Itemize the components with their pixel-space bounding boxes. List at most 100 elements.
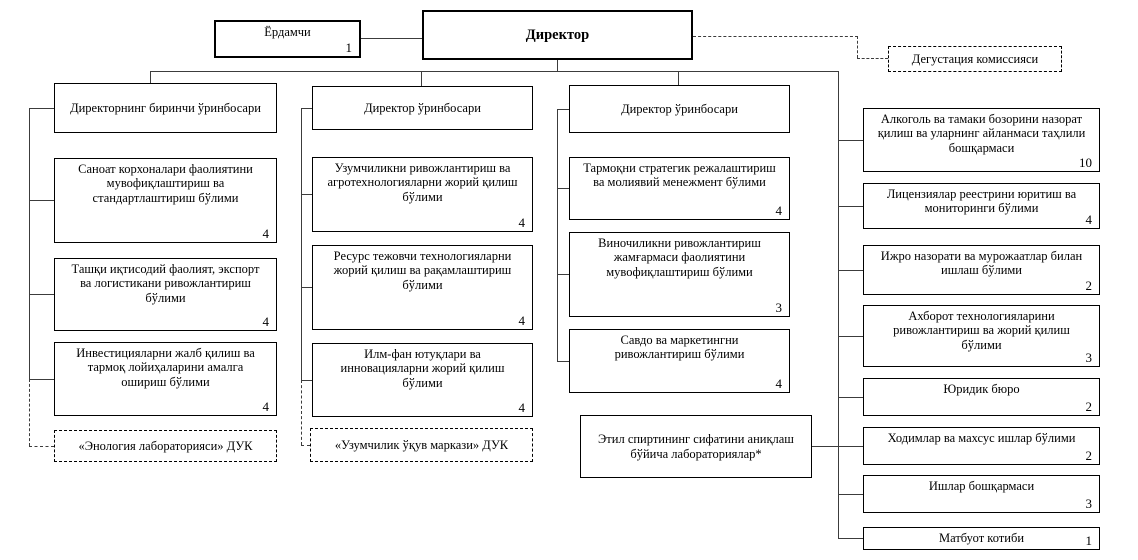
connector-line xyxy=(29,108,30,379)
connector-line xyxy=(838,270,863,271)
ethyl-lab-label: Этил спиртининг сифатини аниқлаш бўйича … xyxy=(598,432,794,461)
connector-line xyxy=(557,274,569,275)
org-unit-count: 4 xyxy=(775,203,783,219)
org-unit-count: 2 xyxy=(1085,448,1093,464)
org-unit-count: 2 xyxy=(1085,399,1093,415)
right-spine-line xyxy=(838,71,839,538)
org-unit-count: 3 xyxy=(775,300,783,316)
dashed-connector-line xyxy=(857,36,858,58)
enologiya-duk-label: «Энология лабораторияси» ДУК xyxy=(78,438,253,453)
deputy2-header-label: Директор ўринбосари xyxy=(364,100,481,115)
org-unit-label: Виночиликни ривожлантириш жамғармаси фао… xyxy=(598,236,761,279)
connector-line xyxy=(838,397,863,398)
enologiya-duk-box: «Энология лабораторияси» ДУК xyxy=(54,430,277,462)
director-box: Директор xyxy=(422,10,693,60)
org-unit-label: Саноат корхоналари фаолиятини мувофиқлаш… xyxy=(78,162,253,205)
connector-line xyxy=(301,194,312,195)
dashed-connector-line xyxy=(857,58,888,59)
connector-line xyxy=(421,71,422,86)
org-unit-box: Лицензиялар реестрини юритиш ва монитори… xyxy=(863,183,1100,229)
org-unit-count: 4 xyxy=(518,313,526,329)
deputy-first-header-label: Директорнинг биринчи ўринбосари xyxy=(70,100,261,115)
connector-line xyxy=(29,379,54,380)
org-unit-label: Ишлар бошқармаси xyxy=(928,479,1035,493)
lab-connector-line xyxy=(812,446,863,447)
deputy2-header-box: Директор ўринбосари xyxy=(312,86,533,130)
connector-line xyxy=(838,538,863,539)
org-unit-count: 4 xyxy=(262,226,270,242)
connector-line xyxy=(838,494,863,495)
org-unit-box: Алкоголь ва тамаки бозорини назорат қили… xyxy=(863,108,1100,172)
org-unit-count: 4 xyxy=(262,314,270,330)
org-unit-box: Виночиликни ривожлантириш жамғармаси фао… xyxy=(569,232,790,317)
org-unit-box: Ресурс тежовчи технологияларни жорий қил… xyxy=(312,245,533,330)
director-label: Директор xyxy=(525,26,590,43)
org-unit-box: Тармоқни стратегик режалаштириш ва молия… xyxy=(569,157,790,220)
connector-line xyxy=(838,140,863,141)
org-unit-label: Ахборот технологияларини ривожлантириш в… xyxy=(893,309,1070,352)
degustation-commission-box: Дегустация комиссияси xyxy=(888,46,1062,72)
uzumchilik-duk-label: «Узумчилик ўқув маркази» ДУК xyxy=(334,437,509,452)
connector-line xyxy=(361,38,422,39)
org-unit-count: 4 xyxy=(775,376,783,392)
uzumchilik-duk-box: «Узумчилик ўқув маркази» ДУК xyxy=(310,428,533,462)
org-unit-count: 4 xyxy=(1085,212,1093,228)
org-unit-box: Матбуот котиби 1 xyxy=(863,527,1100,550)
org-unit-box: Узумчиликни ривожлантириш ва агротехноло… xyxy=(312,157,533,232)
connector-line xyxy=(678,71,679,85)
assistant-label: Ёрдамчи xyxy=(264,25,311,39)
org-unit-label: Ходимлар ва махсус ишлар бўлими xyxy=(887,431,1076,445)
org-unit-count: 1 xyxy=(1085,533,1093,549)
connector-line xyxy=(557,109,569,110)
org-unit-count: 4 xyxy=(518,215,526,231)
deputy3-header-label: Директор ўринбосари xyxy=(621,101,738,116)
org-unit-label: Ижро назорати ва мурожаатлар билан ишлаш… xyxy=(880,249,1083,278)
org-unit-box: Юридик бюро 2 xyxy=(863,378,1100,416)
ethyl-lab-box: Этил спиртининг сифатини аниқлаш бўйича … xyxy=(580,415,812,478)
org-unit-box: Ахборот технологияларини ривожлантириш в… xyxy=(863,305,1100,367)
dashed-connector-line xyxy=(301,445,310,446)
org-unit-count: 3 xyxy=(1085,350,1093,366)
connector-line xyxy=(301,108,312,109)
connector-line xyxy=(29,108,54,109)
org-unit-label: Илм-фан ютуқлари ва инновацияларни жорий… xyxy=(340,347,505,390)
dashed-connector-line xyxy=(693,36,858,37)
connector-line xyxy=(301,108,302,380)
connector-line xyxy=(301,287,312,288)
org-unit-box: Ишлар бошқармаси 3 xyxy=(863,475,1100,513)
connector-line xyxy=(838,206,863,207)
connector-line xyxy=(838,336,863,337)
org-unit-label: Лицензиялар реестрини юритиш ва монитори… xyxy=(886,187,1077,216)
org-unit-label: Тармоқни стратегик режалаштириш ва молия… xyxy=(583,161,776,190)
connector-line xyxy=(29,294,54,295)
dashed-connector-line xyxy=(29,446,54,447)
org-unit-label: Узумчиликни ривожлантириш ва агротехноло… xyxy=(327,161,518,204)
dashed-connector-line xyxy=(29,379,30,446)
deputy3-header-box: Директор ўринбосари xyxy=(569,85,790,133)
connector-line xyxy=(557,361,569,362)
org-unit-label: Ресурс тежовчи технологияларни жорий қил… xyxy=(333,249,512,292)
assistant-count: 1 xyxy=(345,40,353,56)
deputy-first-header-box: Директорнинг биринчи ўринбосари xyxy=(54,83,277,133)
connector-line xyxy=(150,71,839,72)
org-unit-label: Алкоголь ва тамаки бозорини назорат қили… xyxy=(877,112,1086,155)
org-unit-count: 2 xyxy=(1085,278,1093,294)
org-unit-box: Ходимлар ва махсус ишлар бўлими 2 xyxy=(863,427,1100,465)
org-unit-box: Савдо ва маркетингни ривожлантириш бўлим… xyxy=(569,329,790,393)
connector-line xyxy=(301,380,312,381)
dashed-connector-line xyxy=(301,380,302,445)
org-unit-count: 4 xyxy=(518,400,526,416)
connector-line xyxy=(29,200,54,201)
org-unit-label: Инвестицияларни жалб қилиш ва тармоқ лой… xyxy=(76,346,255,389)
org-unit-box: Ижро назорати ва мурожаатлар билан ишлаш… xyxy=(863,245,1100,295)
connector-line xyxy=(557,60,558,71)
org-unit-label: Юридик бюро xyxy=(943,382,1020,396)
org-unit-label: Матбуот котиби xyxy=(938,531,1025,545)
org-unit-box: Саноат корхоналари фаолиятини мувофиқлаш… xyxy=(54,158,277,243)
org-unit-count: 4 xyxy=(262,399,270,415)
degustation-commission-label: Дегустация комиссияси xyxy=(911,51,1039,66)
org-unit-box: Илм-фан ютуқлари ва инновацияларни жорий… xyxy=(312,343,533,417)
connector-line xyxy=(557,188,569,189)
org-unit-label: Савдо ва маркетингни ривожлантириш бўлим… xyxy=(614,333,745,362)
